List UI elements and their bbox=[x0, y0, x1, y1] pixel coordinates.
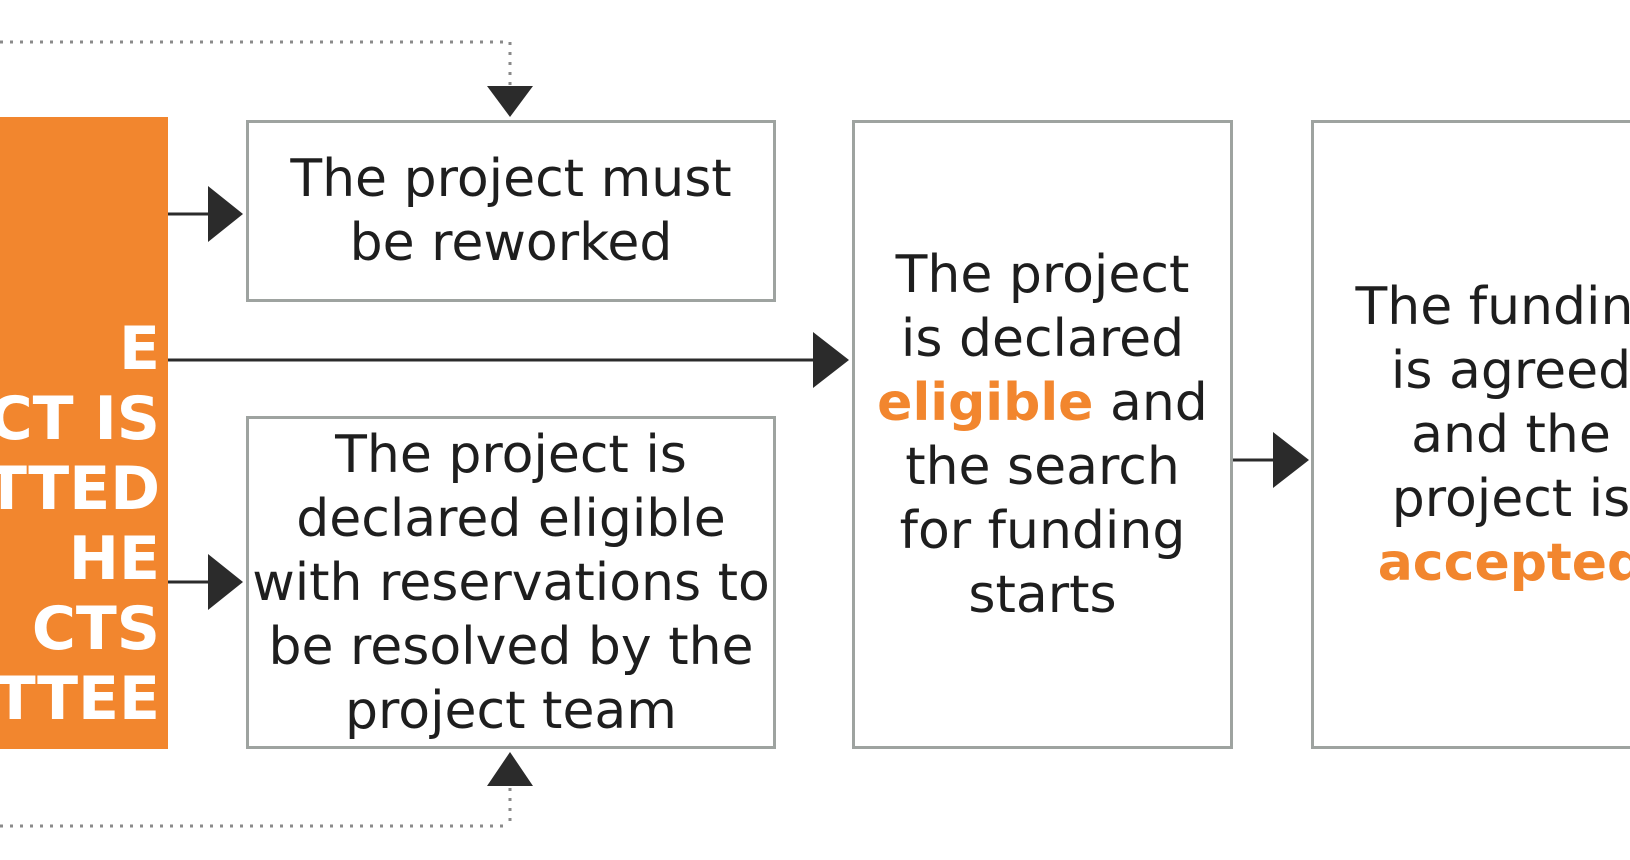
funding-line: is agreed bbox=[1390, 340, 1630, 401]
committee-line: TTED bbox=[0, 454, 160, 524]
rework-text: The project must be reworked bbox=[290, 147, 731, 275]
rework-line: The project must bbox=[290, 149, 732, 209]
funding-line: The funding bbox=[1355, 276, 1630, 337]
eligible-line: The project bbox=[895, 244, 1190, 305]
arrow-to-eligible-head bbox=[813, 332, 849, 388]
arrow-to-funding-head bbox=[1273, 432, 1309, 488]
eligible-text: The project is declared eligible and the… bbox=[877, 243, 1208, 627]
committee-line: CTS bbox=[31, 594, 160, 664]
rework-line: be reworked bbox=[349, 213, 673, 273]
reservations-box: The project is declared eligible with re… bbox=[246, 416, 776, 749]
committee-box: E CT IS TTED HE CTS TTEE bbox=[0, 117, 168, 749]
committee-line: TTEE bbox=[0, 664, 160, 734]
eligible-box: The project is declared eligible and the… bbox=[852, 120, 1233, 749]
reservations-line: be resolved by the bbox=[268, 616, 754, 677]
funding-line: and the bbox=[1411, 404, 1611, 465]
eligible-line: is declared bbox=[900, 308, 1185, 369]
committee-line: HE bbox=[68, 524, 160, 594]
funding-highlight: accepted bbox=[1377, 532, 1630, 593]
funding-line: project is bbox=[1391, 468, 1630, 529]
committee-line: CT IS bbox=[0, 384, 160, 454]
eligible-line: the search bbox=[905, 436, 1180, 497]
reservations-text: The project is declared eligible with re… bbox=[252, 423, 770, 743]
funding-text: The funding is agreed and the project is… bbox=[1356, 275, 1630, 595]
reservations-line: project team bbox=[345, 680, 677, 741]
reservations-line: declared eligible bbox=[296, 488, 726, 549]
arrow-to-reservations-head bbox=[208, 554, 243, 610]
eligible-line: starts bbox=[968, 564, 1117, 625]
eligible-highlight: eligible bbox=[877, 372, 1094, 433]
arrow-to-rework-head bbox=[208, 186, 243, 242]
committee-line: E bbox=[119, 314, 160, 384]
rework-box: The project must be reworked bbox=[246, 120, 776, 302]
top-down-arrowhead bbox=[487, 86, 533, 117]
bottom-up-arrowhead bbox=[487, 752, 533, 786]
funding-box: The funding is agreed and the project is… bbox=[1311, 120, 1630, 749]
reservations-line: The project is bbox=[335, 424, 687, 485]
eligible-line: and bbox=[1093, 372, 1208, 433]
eligible-line: for funding bbox=[899, 500, 1186, 561]
committee-text: E CT IS TTED HE CTS TTEE bbox=[0, 314, 160, 734]
reservations-line: with reservations to bbox=[252, 552, 770, 613]
